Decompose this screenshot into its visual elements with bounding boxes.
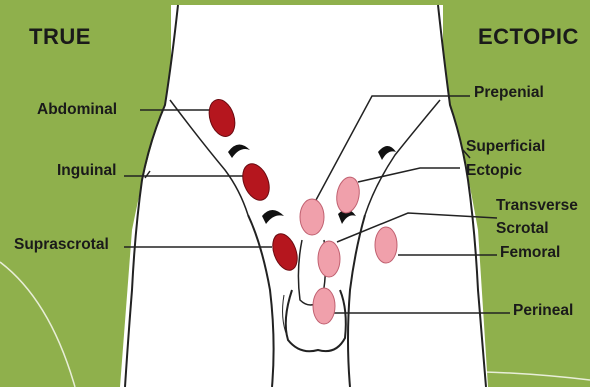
label-perineal: Perineal [513,302,573,320]
decorative-arc-left [0,262,75,387]
label-abdominal: Abdominal [37,101,117,119]
testis-perineal [313,288,335,324]
label-transverse: Transverse [496,197,578,215]
testis-transverse-scrotal [318,241,340,277]
label-prepenial: Prepenial [474,84,544,102]
testis-femoral [375,227,397,263]
label-superficial: Superficial [466,138,545,156]
heading-true: TRUE [29,24,91,50]
label-femoral: Femoral [500,244,560,262]
label-inguinal: Inguinal [57,162,116,180]
label-suprascrotal: Suprascrotal [14,236,109,254]
heading-ectopic: ECTOPIC [478,24,579,50]
label-ectopic: Ectopic [466,162,522,180]
label-scrotal: Scrotal [496,220,549,238]
testis-prepenial [300,199,324,235]
